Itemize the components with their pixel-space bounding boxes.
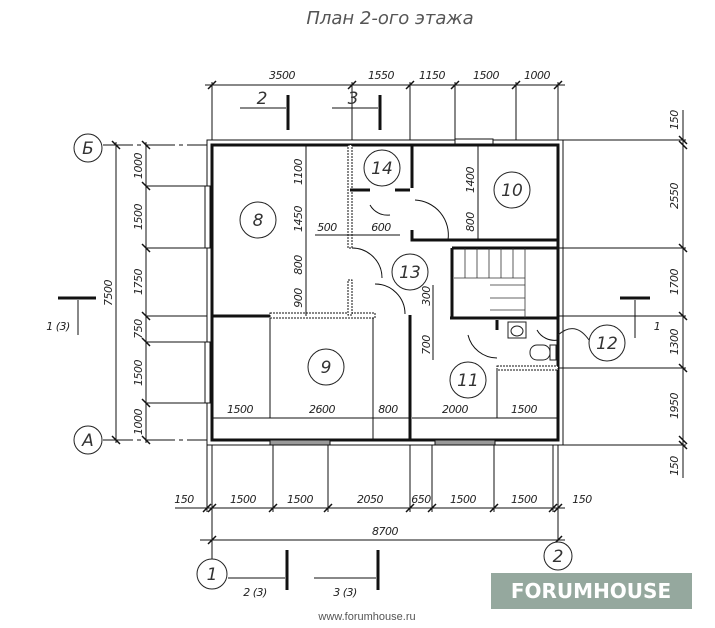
svg-text:300: 300 bbox=[420, 286, 433, 306]
svg-text:800: 800 bbox=[378, 403, 398, 416]
svg-text:1450: 1450 bbox=[292, 206, 305, 232]
svg-text:1300: 1300 bbox=[668, 329, 681, 355]
svg-text:150: 150 bbox=[668, 456, 681, 476]
room-13: 13 bbox=[391, 253, 429, 291]
svg-text:1500: 1500 bbox=[132, 360, 145, 386]
svg-text:1000: 1000 bbox=[132, 409, 145, 435]
svg-text:1950: 1950 bbox=[668, 393, 681, 419]
svg-text:12: 12 bbox=[596, 334, 618, 354]
bottom-dimension-chain: 150 1500 1500 2050 650 1500 1500 150 870… bbox=[174, 445, 593, 560]
svg-text:11: 11 bbox=[457, 371, 479, 391]
svg-text:1500: 1500 bbox=[230, 493, 256, 506]
svg-text:1750: 1750 bbox=[132, 269, 145, 295]
axis-2: 2 bbox=[553, 547, 564, 567]
svg-text:600: 600 bbox=[371, 221, 391, 234]
room-8: 8 bbox=[239, 201, 277, 239]
source-url: www.forumhouse.ru bbox=[317, 611, 415, 623]
svg-text:1500: 1500 bbox=[511, 403, 537, 416]
svg-text:1400: 1400 bbox=[464, 167, 477, 193]
room-9: 9 bbox=[307, 348, 345, 386]
room-14: 14 bbox=[363, 149, 401, 187]
svg-text:3 (3): 3 (3) bbox=[333, 586, 357, 599]
svg-text:1 (3): 1 (3) bbox=[46, 320, 70, 333]
svg-text:9: 9 bbox=[321, 358, 332, 378]
svg-text:2600: 2600 bbox=[309, 403, 335, 416]
svg-text:7500: 7500 bbox=[102, 280, 115, 306]
axis-a: А bbox=[81, 431, 94, 451]
svg-text:150: 150 bbox=[174, 493, 194, 506]
watermark-logo: FORUMHOUSE bbox=[491, 573, 692, 609]
svg-text:900: 900 bbox=[292, 288, 305, 308]
svg-text:800: 800 bbox=[464, 212, 477, 232]
right-dimension-chain: 150 2550 1700 1300 1950 150 bbox=[558, 110, 688, 478]
svg-text:1500: 1500 bbox=[450, 493, 476, 506]
svg-text:1550: 1550 bbox=[368, 69, 394, 82]
svg-text:2050: 2050 bbox=[357, 493, 383, 506]
sanitary-fixtures bbox=[507, 321, 557, 361]
svg-text:650: 650 bbox=[411, 493, 431, 506]
outer-walls bbox=[204, 138, 564, 446]
room-labels: 8 9 10 11 12 13 14 bbox=[239, 149, 626, 399]
svg-text:3: 3 bbox=[348, 89, 359, 109]
svg-text:14: 14 bbox=[371, 159, 393, 179]
axis-1: 1 bbox=[207, 565, 218, 585]
staircase bbox=[454, 248, 526, 318]
interior-walls bbox=[212, 144, 559, 440]
room-12: 12 bbox=[557, 324, 626, 362]
svg-text:2: 2 bbox=[257, 89, 268, 109]
svg-text:800: 800 bbox=[292, 255, 305, 275]
room-10: 10 bbox=[493, 171, 531, 209]
room-11: 11 bbox=[449, 361, 487, 399]
svg-text:8: 8 bbox=[253, 211, 264, 231]
svg-text:13: 13 bbox=[399, 263, 421, 283]
left-dimension-chain: 7500 1000 1500 1750 750 1500 1000 bbox=[102, 140, 207, 445]
svg-text:1500: 1500 bbox=[511, 493, 537, 506]
svg-text:150: 150 bbox=[668, 110, 681, 130]
svg-text:1: 1 bbox=[654, 320, 661, 333]
inner-dimensions: 1100 1450 800 900 500 600 1500 2600 800 … bbox=[212, 145, 558, 419]
svg-text:8700: 8700 bbox=[372, 525, 398, 538]
svg-text:2000: 2000 bbox=[442, 403, 468, 416]
svg-text:500: 500 bbox=[317, 221, 337, 234]
svg-text:FORUMHOUSE: FORUMHOUSE bbox=[511, 579, 671, 603]
svg-text:150: 150 bbox=[572, 493, 592, 506]
svg-text:700: 700 bbox=[420, 335, 433, 355]
plan-title: План 2-ого этажа bbox=[306, 8, 473, 29]
svg-text:1500: 1500 bbox=[227, 403, 253, 416]
svg-text:1500: 1500 bbox=[287, 493, 313, 506]
svg-text:3500: 3500 bbox=[269, 69, 295, 82]
top-dimension-chain: 3500 1550 1150 1500 1000 bbox=[205, 69, 565, 140]
section-markers: 2 3 1 (3) 1 2 (3) 3 (3) bbox=[46, 89, 661, 599]
axis-b: Б bbox=[82, 139, 94, 159]
axis-markers: Б А 1 2 bbox=[73, 133, 573, 590]
svg-text:1000: 1000 bbox=[132, 153, 145, 179]
svg-text:1000: 1000 bbox=[524, 69, 550, 82]
svg-text:10: 10 bbox=[501, 181, 523, 201]
svg-text:1500: 1500 bbox=[132, 204, 145, 230]
svg-text:1700: 1700 bbox=[668, 269, 681, 295]
svg-text:750: 750 bbox=[132, 319, 145, 339]
svg-text:2550: 2550 bbox=[668, 183, 681, 209]
svg-text:2 (3): 2 (3) bbox=[243, 586, 267, 599]
svg-text:1500: 1500 bbox=[473, 69, 499, 82]
svg-text:1150: 1150 bbox=[419, 69, 445, 82]
svg-text:1100: 1100 bbox=[292, 159, 305, 185]
